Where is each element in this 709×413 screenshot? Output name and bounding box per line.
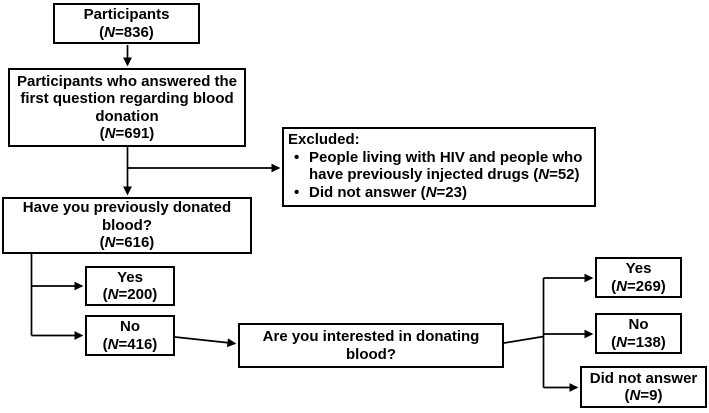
box-count: (N=138) [611, 333, 666, 351]
box-count: (N=269) [611, 277, 666, 295]
box-count: (N=691) [99, 125, 155, 142]
box-label: blood? [346, 345, 396, 363]
excluded-title: Excluded: [288, 131, 360, 148]
box-answered-first-question: Participants who answered the first ques… [8, 68, 246, 147]
box-label: No [120, 318, 140, 335]
box-count: (N=9) [624, 387, 663, 404]
box-count: (N=836) [99, 23, 154, 41]
box-label: Have you previously donated [22, 199, 232, 217]
excluded-list: People living with HIV and people who ha… [288, 149, 588, 202]
box-label: first question regarding blood [20, 90, 234, 107]
box-label: Are you interested in donating [262, 328, 480, 345]
box-previously-donated-question: Have you previously donated blood? (N=61… [2, 197, 252, 254]
box-interested-no-answer: Did not answer (N=9) [580, 366, 707, 408]
link-interested-to-spine [503, 335, 544, 344]
box-label: Participants [83, 6, 170, 23]
box-label: Did not answer [589, 369, 698, 387]
box-previously-donated-yes: Yes (N=200) [85, 266, 175, 306]
box-label: Yes [117, 268, 143, 286]
box-label: No [628, 316, 649, 333]
box-label: blood? [102, 216, 152, 234]
excluded-item: People living with HIV and people who ha… [288, 149, 588, 184]
box-interested-no: No (N=138) [595, 313, 682, 354]
arrow-no-to-interested [174, 336, 237, 348]
box-count: (N=416) [102, 335, 158, 353]
box-interested-question: Are you interested in donating blood? [238, 323, 504, 368]
excluded-item: Did not answer (N=23) [288, 184, 588, 202]
box-previously-donated-no: No (N=416) [85, 315, 175, 356]
box-label: donation [95, 107, 159, 125]
box-count: (N=616) [99, 234, 155, 252]
box-count: (N=200) [102, 286, 158, 303]
box-excluded: Excluded: People living with HIV and peo… [282, 127, 596, 207]
box-label: Yes [625, 260, 652, 277]
box-label: Participants who answered the [16, 72, 238, 90]
box-participants: Participants (N=836) [53, 3, 200, 44]
box-interested-yes: Yes (N=269) [595, 257, 682, 298]
